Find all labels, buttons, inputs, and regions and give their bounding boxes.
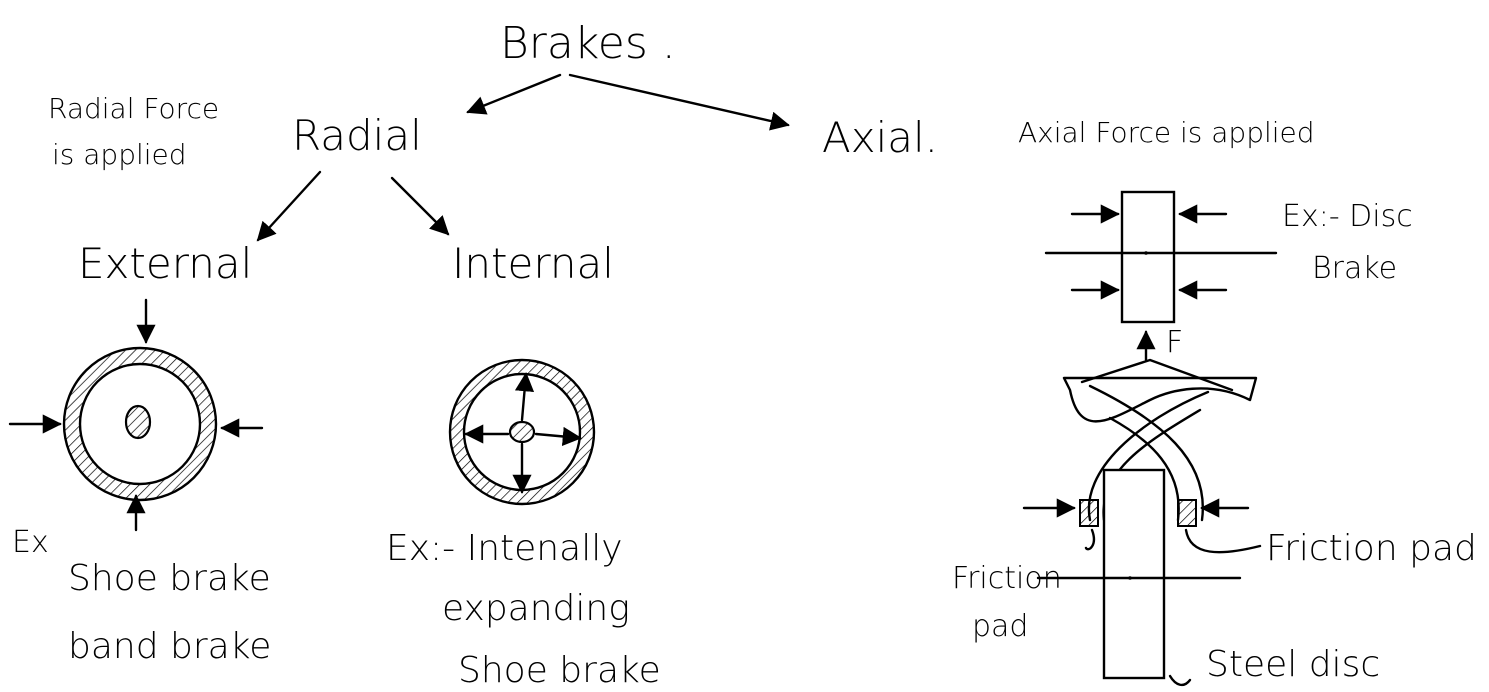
disc-brake-small-drawing — [1046, 192, 1276, 322]
external-example-line2: band brake — [68, 626, 271, 667]
axial-example-line2: Brake — [1312, 251, 1397, 286]
arrow-to-radial — [468, 75, 560, 112]
axial-example-line1: Ex:- Disc — [1282, 199, 1413, 234]
radial-note-line2: is applied — [52, 138, 187, 171]
radial-note-line1: Radial Force — [48, 92, 219, 125]
axial-note: Axial Force is applied — [1018, 116, 1315, 149]
arrow-to-axial — [570, 75, 788, 125]
external-ex-label: Ex — [12, 525, 49, 560]
steel-disc-label: Steel disc — [1206, 644, 1380, 685]
internal-example-line2: expanding — [442, 588, 630, 629]
external-example-line1: Shoe brake — [68, 558, 271, 599]
diagram-title: Brakes . — [500, 18, 676, 69]
friction-pad-right-label: Friction pad — [1266, 528, 1477, 569]
arrow-to-internal — [392, 178, 448, 234]
arrow-to-external — [258, 172, 320, 240]
force-label: F — [1166, 325, 1183, 360]
internal-label: Internal — [452, 239, 614, 288]
friction-pad-left-line1: Friction — [952, 561, 1062, 596]
external-brake-drawing — [10, 300, 262, 530]
friction-pad-left-line2: pad — [972, 609, 1028, 644]
external-label: External — [78, 239, 252, 288]
axial-label: Axial. — [822, 113, 938, 162]
internal-brake-drawing — [450, 360, 594, 504]
internal-example-line3: Shoe brake — [458, 650, 661, 691]
internal-example-line1: Ex:- Intenally — [386, 528, 623, 569]
radial-label: Radial — [292, 111, 422, 160]
